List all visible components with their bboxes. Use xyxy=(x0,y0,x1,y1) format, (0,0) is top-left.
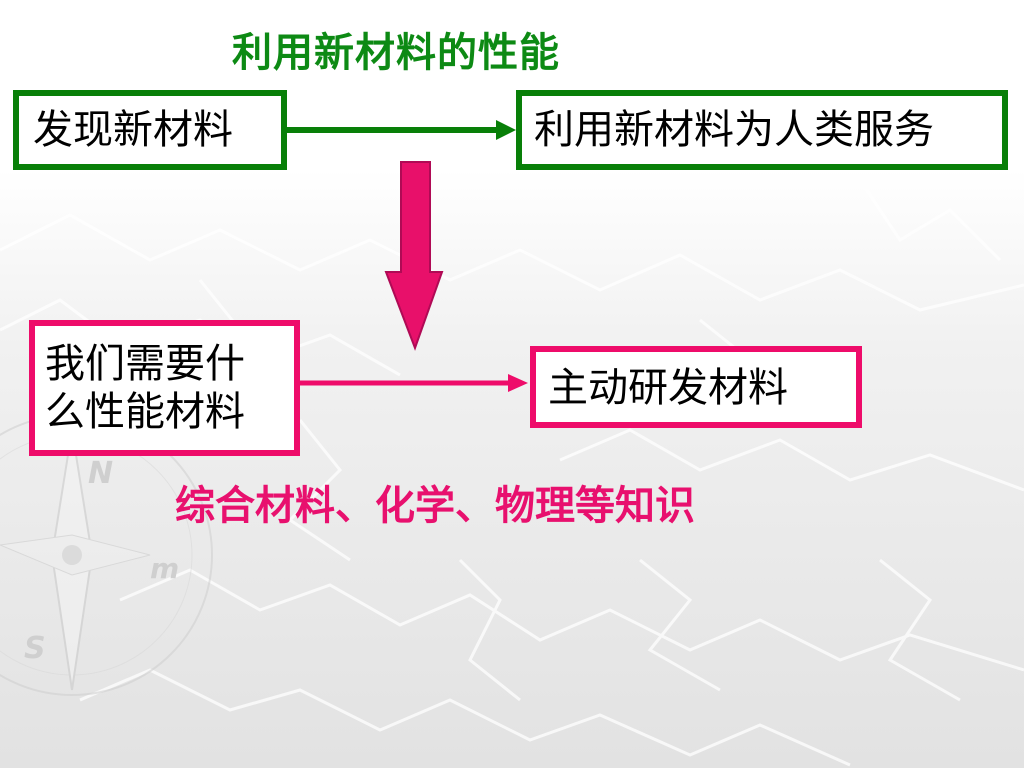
develop-material-box: 主动研发材料 xyxy=(530,346,862,428)
knowledge-note: 综合材料、化学、物理等知识 xyxy=(175,483,695,529)
down-arrow xyxy=(384,161,444,351)
pink-arrow-head xyxy=(508,374,528,392)
line-art-pattern xyxy=(0,179,1024,767)
discover-material-box: 发现新材料 xyxy=(13,90,287,170)
svg-text:m: m xyxy=(150,552,179,585)
needed-material-line-2: 么性能材料 xyxy=(45,389,245,435)
svg-text:N: N xyxy=(88,456,113,491)
needed-material-line-1: 我们需要什 xyxy=(45,341,245,387)
develop-material-label: 主动研发材料 xyxy=(548,365,788,411)
serve-humanity-label: 利用新材料为人类服务 xyxy=(534,107,934,153)
discover-material-label: 发现新材料 xyxy=(33,107,233,153)
page-title: 利用新材料的性能 xyxy=(232,30,560,76)
needed-material-box: 我们需要什 么性能材料 xyxy=(29,320,300,456)
svg-text:S: S xyxy=(24,631,46,666)
green-arrow-head xyxy=(496,120,516,140)
compass-letters: N S m xyxy=(24,456,179,666)
serve-humanity-box: 利用新材料为人类服务 xyxy=(516,90,1008,170)
